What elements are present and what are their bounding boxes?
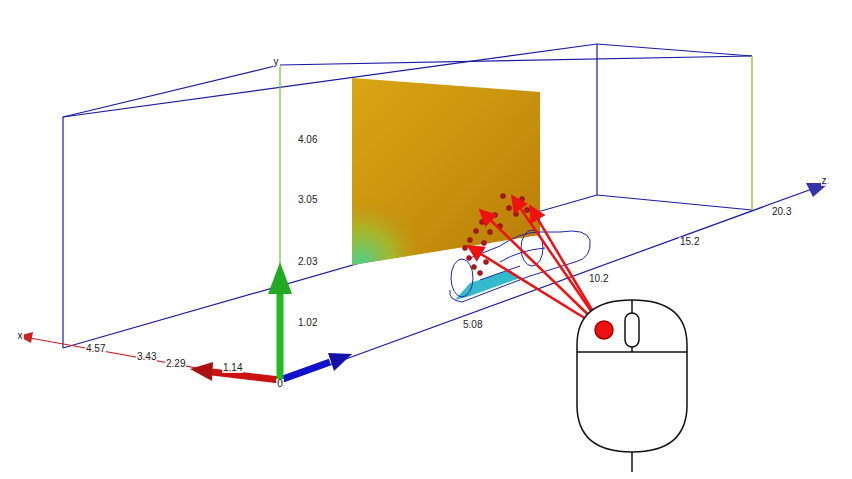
tick-label: 20.3 xyxy=(771,207,792,217)
tick-label: 3.05 xyxy=(297,195,318,205)
tick-label: 3.43 xyxy=(136,352,157,362)
tick-label: 0 xyxy=(276,379,284,389)
tick-label: 4.06 xyxy=(297,135,318,145)
tick-label: 2.29 xyxy=(165,359,186,369)
tick-label: 1.14 xyxy=(222,363,243,373)
contour-plane xyxy=(352,78,540,265)
tick-label: 5.08 xyxy=(462,320,483,330)
car-model xyxy=(450,230,590,302)
axis-triad xyxy=(190,262,352,382)
pointer-arrows xyxy=(468,196,604,330)
tick-label: 2.03 xyxy=(297,257,318,267)
tick-label: 1.02 xyxy=(297,318,318,328)
tick-label: 10.2 xyxy=(588,274,609,284)
outlet-edge xyxy=(751,56,753,210)
y-axis xyxy=(279,66,280,383)
tick-label: 4.57 xyxy=(85,344,106,354)
axis-name: x xyxy=(17,331,24,341)
axis-name: y xyxy=(273,57,280,67)
axis-name: z xyxy=(821,176,828,186)
tick-label: 15.2 xyxy=(679,237,700,247)
contour-plane-shade xyxy=(352,78,540,265)
mouse-icon xyxy=(577,300,687,472)
x-axis xyxy=(30,338,280,383)
